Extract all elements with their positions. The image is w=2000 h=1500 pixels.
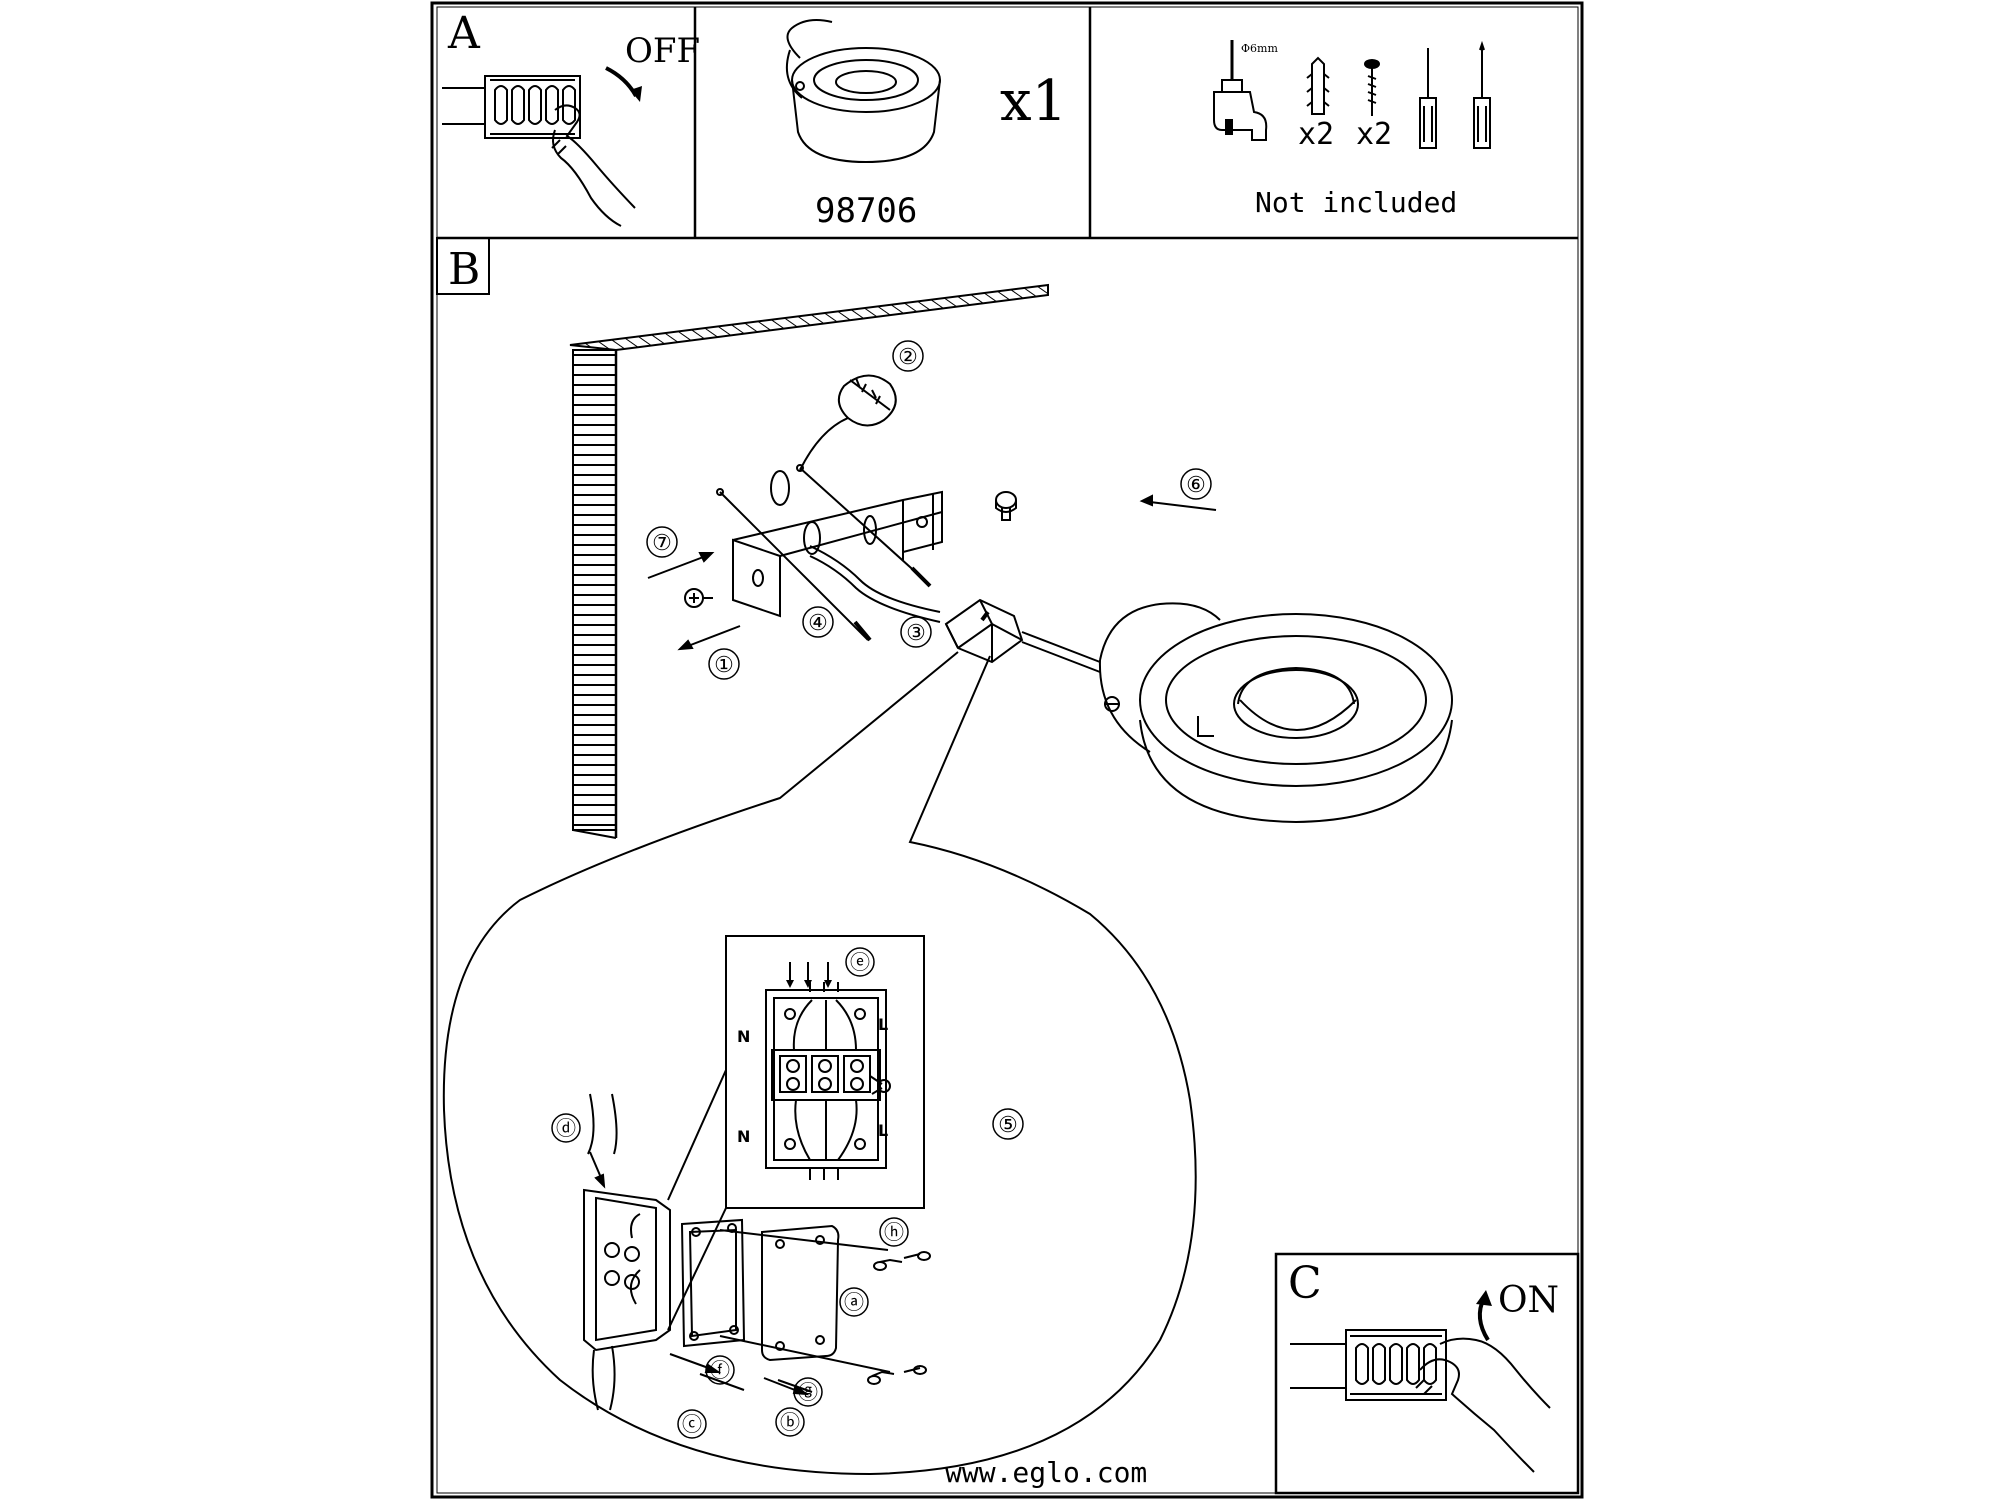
part-e: ⓔ xyxy=(850,950,870,974)
step-7: ⑦ xyxy=(652,531,672,556)
on-label: ON xyxy=(1498,1280,1559,1321)
panel-a: A OFF x1 98706 xyxy=(437,7,1578,240)
wall-plug-quantity: x2 xyxy=(1298,117,1334,152)
wiring-detail-box: N N L L xyxy=(725,935,925,1209)
side-screw-right xyxy=(995,491,1017,521)
wire-label-l-bottom: L xyxy=(878,1121,888,1140)
assembly-arrows xyxy=(589,494,1217,1396)
step-2: ② xyxy=(898,345,918,370)
part-letters xyxy=(551,947,909,1439)
wall-lamp xyxy=(1098,602,1453,824)
step-3: ③ xyxy=(906,621,926,646)
wood-screw-icon xyxy=(1364,59,1380,116)
panel-c-letter: C xyxy=(1288,1258,1322,1309)
part-d: ⓓ xyxy=(556,1116,576,1140)
wall-section xyxy=(569,283,1049,839)
off-label: OFF xyxy=(625,31,700,71)
part-g: ⓖ xyxy=(798,1380,818,1404)
step-4: ④ xyxy=(808,611,828,636)
mounting-bracket xyxy=(732,470,943,618)
step-1: ① xyxy=(714,653,734,678)
panel-c: C ON xyxy=(1274,1252,1580,1495)
part-a: ⓐ xyxy=(844,1290,864,1314)
step-numbers xyxy=(646,340,1212,1140)
screw-callout xyxy=(799,374,897,471)
step-6: ⑥ xyxy=(1186,473,1206,498)
drill-bit-size: Φ6mm xyxy=(1241,42,1278,55)
panel-b: B xyxy=(436,237,1453,1476)
junction-box-assembly xyxy=(583,1069,931,1411)
product-quantity: x1 xyxy=(1000,69,1067,134)
phillips-screwdriver-icon xyxy=(1473,40,1491,149)
part-b: ⓑ xyxy=(780,1410,800,1434)
drill-icon xyxy=(1213,40,1268,141)
wire-label-n-bottom: N xyxy=(737,1127,750,1146)
page-frame xyxy=(430,1,1584,1499)
side-screw-left xyxy=(684,588,713,608)
website-url: www.eglo.com xyxy=(945,1456,1147,1489)
not-included-note: Not included xyxy=(1255,186,1457,219)
step-5: ⑤ xyxy=(998,1113,1018,1138)
screw-quantity: x2 xyxy=(1356,117,1392,152)
detail-balloon xyxy=(442,651,1197,1476)
wire-label-n-top: N xyxy=(737,1027,750,1046)
wire-label-l-top: L xyxy=(878,1015,888,1034)
part-c: ⓒ xyxy=(682,1412,702,1436)
flat-screwdriver-icon xyxy=(1419,48,1437,149)
breaker-on-icon xyxy=(1290,1329,1551,1473)
terminal-connector xyxy=(944,598,1101,673)
product-code: 98706 xyxy=(815,191,917,231)
panel-a-letter: A xyxy=(447,8,481,59)
bracket-screws xyxy=(716,464,932,642)
breaker-off-icon xyxy=(442,75,636,227)
wall-plug-icon xyxy=(1306,56,1330,115)
panel-b-letter: B xyxy=(448,244,480,295)
part-h: ⓗ xyxy=(884,1220,904,1244)
lamp-icon xyxy=(786,19,941,164)
part-f: ⓕ xyxy=(710,1358,730,1382)
